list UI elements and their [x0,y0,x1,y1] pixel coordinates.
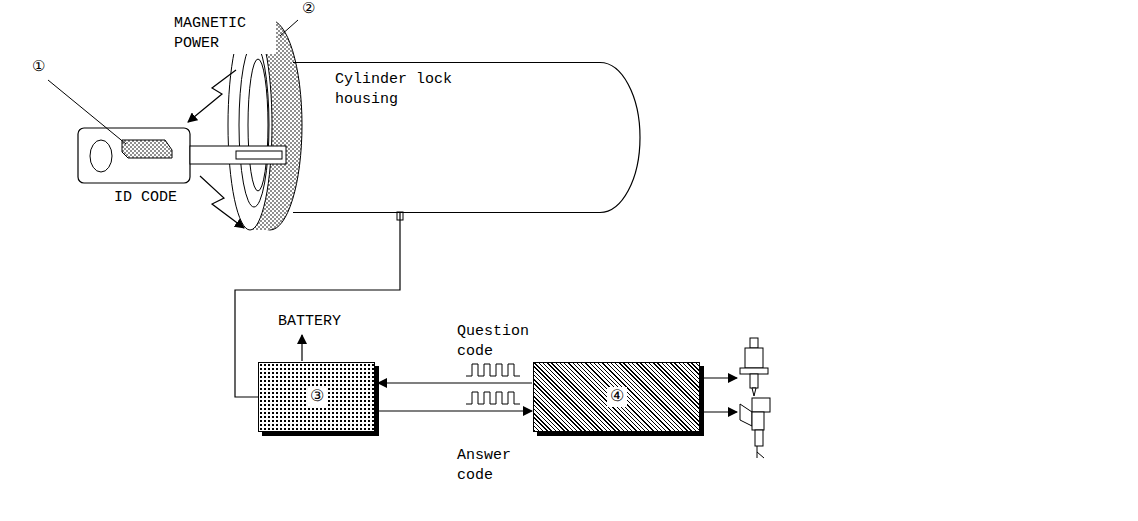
cylinder-outline [293,63,640,213]
signal-zigzag [200,176,244,228]
ignition-symbol [740,398,770,458]
callout-number: ② [300,0,317,20]
illustration-part [740,404,752,426]
signal-arrow [378,382,532,383]
lock-core [248,59,268,191]
illustration-part [757,446,764,458]
leader-line [48,80,126,144]
transponder-chip [122,140,172,158]
signal-name: BATTERY [276,312,343,332]
key-head [78,128,190,183]
illustration-part [752,388,756,396]
key-blade [190,146,286,164]
leader-line [280,20,298,36]
lock-housing: Cylinder lock housing [293,62,640,213]
injector-symbol [740,338,768,396]
signal-zigzag [188,70,236,122]
callout-number: ① [30,58,47,78]
signal-name: MAGNETIC POWER [172,14,276,54]
engine-ecu: ④ [533,362,700,432]
edge-label: Question code [455,322,549,362]
immobilizer-unit: ③ [258,362,375,432]
illustration-part [752,412,764,430]
illustration-part [755,430,763,446]
part-name: Cylinder lock housing [335,70,485,110]
signal-name: ID CODE [112,188,179,208]
pulse-waveform [466,392,520,404]
lock-ring-inner [239,43,269,207]
callout-number: ④ [607,387,627,407]
illustration-part [752,398,770,412]
illustration-part [750,338,758,348]
illustration-part [750,374,758,388]
signal-arrow [378,410,532,411]
key-hole [90,140,112,172]
illustration-part [745,348,763,368]
battery-arrow [301,335,302,361]
output-arrow [701,377,737,378]
edge-label: Answer code [455,446,529,486]
key-blade-slot [236,151,282,159]
illustration-part [740,368,768,374]
pulse-waveform [466,364,520,376]
output-arrow [701,411,737,412]
callout-number: ③ [307,387,327,407]
